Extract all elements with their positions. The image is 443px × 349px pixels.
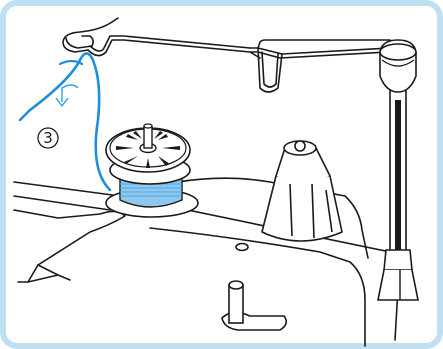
thread-guide-icon [63,18,390,92]
machine-body [14,178,400,346]
bobbin-pin-icon [222,281,286,330]
bobbin-winder-icon [262,141,342,241]
spool-cap-icon [106,124,190,172]
thread-path [20,53,110,190]
thread-path-upper [60,61,82,64]
step-number-badge: 3 [38,128,58,148]
frame-border [3,3,440,346]
spool-pin-icon [378,40,418,300]
step-number: 3 [43,129,53,147]
direction-arrow-icon [56,85,78,106]
